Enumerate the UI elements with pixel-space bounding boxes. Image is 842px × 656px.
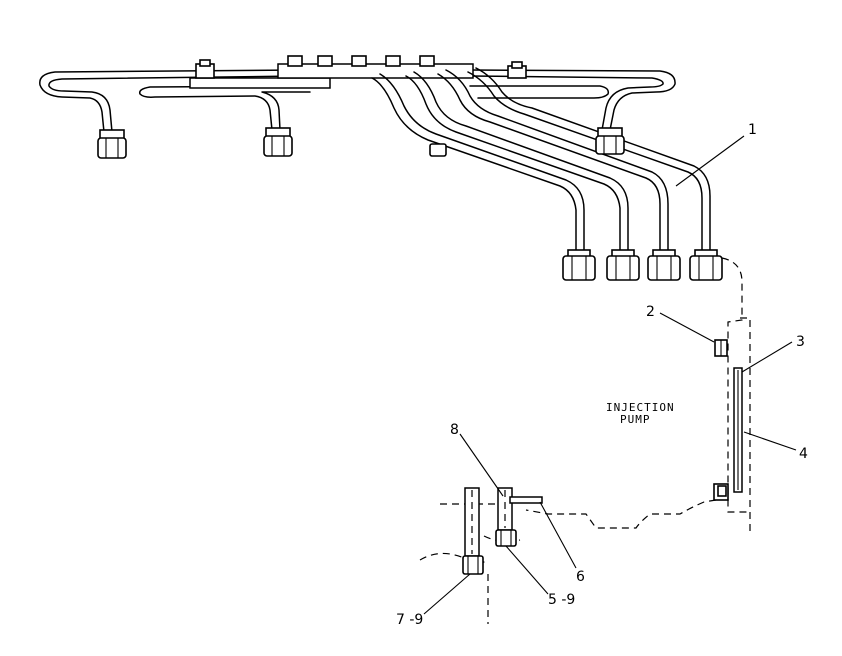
callout-5-9: 5 -9 bbox=[548, 592, 575, 608]
callout-leaders bbox=[423, 135, 797, 615]
clamp-block bbox=[277, 63, 474, 79]
callout-4: 4 bbox=[799, 446, 808, 462]
callout-8: 8 bbox=[450, 422, 459, 438]
pump-plate bbox=[713, 339, 743, 501]
callout-6: 6 bbox=[576, 569, 585, 585]
bolt-part-7 bbox=[464, 487, 480, 557]
injection-pump-label-line2: PUMP bbox=[620, 413, 651, 426]
mounting-bolts bbox=[462, 487, 543, 575]
fuel-line-assembly bbox=[39, 55, 711, 253]
tube-nuts bbox=[97, 127, 723, 281]
clamp-bolts bbox=[195, 55, 527, 79]
washer-part-6 bbox=[509, 496, 543, 504]
callout-2: 2 bbox=[646, 304, 655, 320]
injection-pump-label-line1: INJECTION bbox=[606, 401, 675, 414]
callout-7-9: 7 -9 bbox=[396, 612, 423, 628]
callout-3: 3 bbox=[796, 334, 805, 350]
mounting-bracket bbox=[189, 77, 331, 89]
callout-1: 1 bbox=[748, 122, 757, 138]
